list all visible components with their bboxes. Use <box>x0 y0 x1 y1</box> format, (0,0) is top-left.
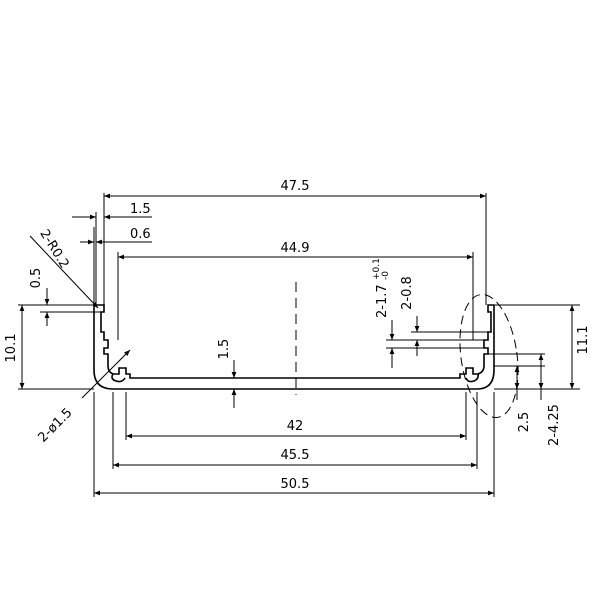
label-mid-bottom: 45.5 <box>281 448 310 463</box>
label-top-width: 47.5 <box>281 179 310 194</box>
dimension-lines <box>19 193 575 496</box>
label-inner-bottom: 42 <box>287 419 304 434</box>
label-inner-width: 44.9 <box>281 241 310 256</box>
profile-outline <box>93 304 495 390</box>
label-left-height: 10.1 <box>4 334 19 363</box>
label-overall-width: 50.5 <box>281 477 310 492</box>
extension-lines <box>18 193 580 497</box>
label-slot-a-tol-lower: -0 <box>381 271 391 280</box>
detail-ellipse <box>459 293 519 419</box>
label-slot-c: 2-4.25 <box>547 404 562 446</box>
label-wall-1: 1.5 <box>130 202 151 217</box>
label-slot-b: 2-0.8 <box>400 276 415 310</box>
label-floor: 1.5 <box>217 339 232 360</box>
label-step: 0.5 <box>29 268 44 289</box>
label-right-height: 11.1 <box>576 326 591 355</box>
label-fillet-bottom: 2-ø1.5 <box>36 406 76 446</box>
label-slot-a-tol-upper: +0.1 <box>372 258 382 280</box>
label-wall-2: 0.6 <box>130 227 151 242</box>
label-gap: 2.5 <box>517 412 532 433</box>
slot-a-label-group: 2-1.7 +0.1 -0 <box>372 258 391 318</box>
label-slot-a: 2-1.7 <box>375 284 390 318</box>
label-radius-top: 2-R0.2 <box>36 227 71 271</box>
